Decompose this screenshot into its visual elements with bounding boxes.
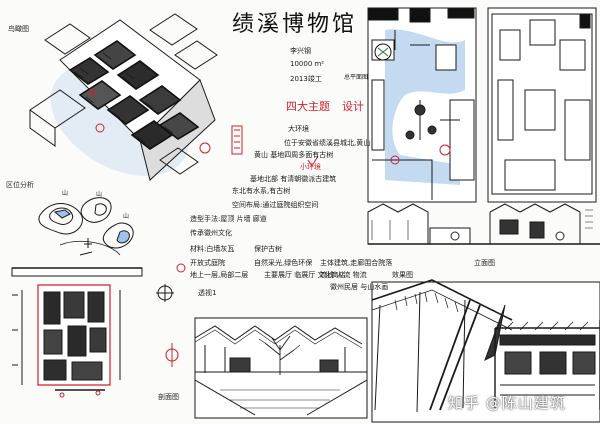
env-line2: 黄山 基地四周多面有古树 [254,151,334,159]
svg-text:山: 山 [62,189,68,197]
birdseye-label: 鸟瞰图 [8,25,29,33]
concept-red: 设计 [342,100,364,113]
env-line1: 位于安徽省绩溪县城北,黄山 [284,139,371,147]
note-0: 基地北部 有清朝徽派古建筑 [250,175,337,183]
perspective-2-sketch [371,279,600,423]
perspective-1-sketch [194,317,368,419]
year-note: 2013竣工 [290,75,322,83]
watermark: 知乎 @陈山建筑 [448,394,566,412]
note-10: 主要展厅 临展厅 文化商店 [264,271,346,279]
elevation-label: 立面图 [474,259,495,267]
site-plan-sketch [11,267,179,398]
note-6: 保护古树 [254,245,282,253]
svg-text:山: 山 [96,190,102,198]
red-marks [176,125,319,273]
note-2: 空间布局:通过庭院组织空间 [232,201,319,209]
note-9: 地上一层,局部二层 [190,271,249,279]
elevation-section [367,203,600,245]
mountain-labels: 山 山 山 [62,189,129,220]
birdseye-sketch [29,13,218,181]
concept-tag: 四大主题 [286,100,330,113]
area-note: 10000 m² [290,60,325,68]
note-7: 开放式庭院 [190,259,225,267]
floor-plans [367,7,597,203]
note-12: 流线:人流 物流 [320,271,367,279]
note-11: 主体建筑,走廊围合院落 [320,259,393,267]
site-analysis-label: 区位分析 [6,181,34,189]
note-3: 造型手法:屋顶 片墙 廊道 [190,215,267,223]
note-13: 徽州民居 与山水画 [330,283,389,291]
env-heading: 大环境 [288,125,309,133]
note-1: 东北有水系,有古树 [232,187,291,195]
architect-note: 李兴钢 [290,47,311,55]
site-contours [38,197,134,256]
section-label: 剖面图 [158,393,179,401]
page-title: 绩溪博物馆 [232,12,358,37]
small-env: 小环境 [300,163,321,171]
note-8: 自然采光,绿色环保 [254,259,313,267]
plan-label: 总平面图 [344,74,369,81]
svg-text:山: 山 [123,212,129,220]
note-4: 传承徽州文化 [190,229,232,237]
note-14: 效果图 [392,271,413,279]
perspective-label: 透视1 [198,289,217,297]
note-5: 材料:白墙灰瓦 [190,245,235,253]
